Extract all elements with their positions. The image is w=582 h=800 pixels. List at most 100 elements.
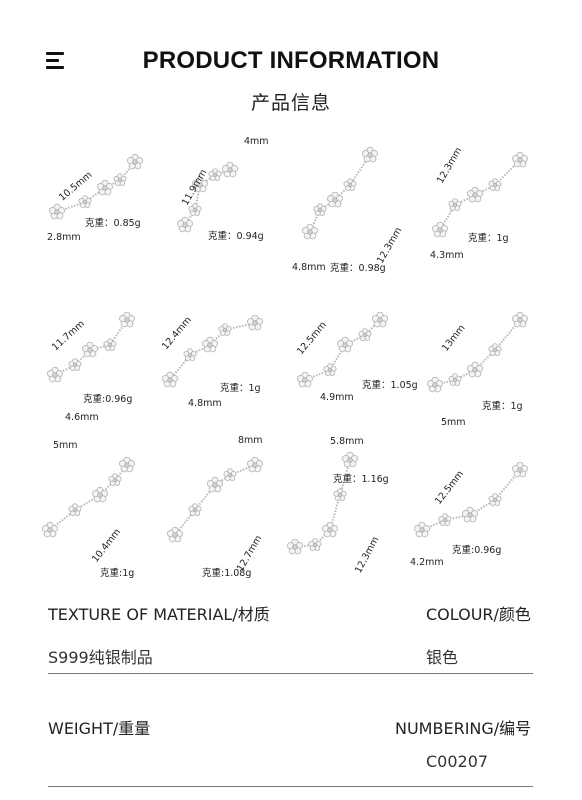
weight-info-label: WEIGHT/重量 xyxy=(48,719,151,738)
flower-stone-icon xyxy=(126,153,144,170)
flower-stone-icon xyxy=(68,503,82,517)
width-dimension: 2.8mm xyxy=(47,232,81,243)
product-item-12: 12.5mm 4.2mm 克重:0.96g xyxy=(410,435,548,583)
flower-stone-icon xyxy=(223,468,237,482)
flower-stone-icon xyxy=(41,521,59,538)
numbering-value: C00207 xyxy=(426,752,489,771)
width-dimension: 4.6mm xyxy=(65,412,99,423)
product-item-2: 11.9mm 4mm 克重：0.94g xyxy=(170,136,308,288)
product-item-9: 5mm 10.4mm 克重:1g xyxy=(41,435,183,583)
flower-stone-icon xyxy=(308,538,322,552)
colour-label: COLOUR/颜色 xyxy=(426,605,531,624)
weight-label: 克重：1.05g xyxy=(362,380,418,391)
chain-line xyxy=(174,464,256,536)
flower-stone-icon xyxy=(361,146,379,163)
page-subtitle: 产品信息 xyxy=(250,92,331,114)
colour-value: 银色 xyxy=(426,648,459,667)
jewelry-illustration xyxy=(296,311,389,388)
jewelry-illustration xyxy=(431,151,529,238)
divider xyxy=(48,786,533,787)
flower-stone-icon xyxy=(286,538,304,555)
flower-stone-icon xyxy=(206,476,224,493)
product-item-5: 11.7mm 4.6mm 克重:0.96g xyxy=(45,295,183,443)
flower-stone-icon xyxy=(466,361,484,378)
weight-label: 克重：0.94g xyxy=(208,231,264,242)
product-item-6: 12.4mm 4.8mm 克重：1g xyxy=(160,295,298,443)
flower-stone-icon xyxy=(78,195,92,209)
flower-stone-icon xyxy=(461,506,479,523)
flower-stone-icon xyxy=(91,486,109,503)
flower-stone-icon xyxy=(46,366,64,383)
weight-label: 克重:0.96g xyxy=(83,394,133,405)
flower-stone-icon xyxy=(201,336,219,353)
flower-stone-icon xyxy=(488,178,502,192)
texture-value: S999纯银制品 xyxy=(48,648,153,667)
flower-stone-icon xyxy=(68,358,82,372)
jewelry-illustration xyxy=(413,461,529,538)
weight-label: 克重：0.85g xyxy=(85,218,141,229)
flower-stone-icon xyxy=(296,371,314,388)
flower-stone-icon xyxy=(333,488,347,502)
flower-stone-icon xyxy=(313,203,327,217)
flower-stone-icon xyxy=(488,343,502,357)
jewelry-illustration xyxy=(286,451,359,555)
flower-stone-icon xyxy=(176,216,194,233)
flower-stone-icon xyxy=(208,168,222,182)
width-dimension: 5mm xyxy=(441,417,466,428)
flower-stone-icon xyxy=(511,151,529,168)
flower-stone-icon xyxy=(341,451,359,468)
flower-stone-icon xyxy=(166,526,184,543)
product-item-8: 13mm 5mm 克重：1g xyxy=(425,295,563,443)
flower-stone-icon xyxy=(188,203,202,217)
product-item-4: 12.3mm 4.3mm 克重：1g xyxy=(425,140,563,288)
flower-stone-icon xyxy=(511,311,529,328)
width-dimension: 4.9mm xyxy=(320,392,354,403)
width-dimension: 5.8mm xyxy=(330,436,364,447)
flower-stone-icon xyxy=(358,328,372,342)
weight-label: 克重：1.16g xyxy=(333,474,389,485)
flower-stone-icon xyxy=(426,376,444,393)
flower-stone-icon xyxy=(448,198,462,212)
width-dimension: 4mm xyxy=(244,136,269,147)
jewelry-illustration xyxy=(46,311,136,383)
product-item-3: 12.3mm 4.8mm 克重：0.98g xyxy=(290,140,428,288)
weight-label: 克重:0.96g xyxy=(452,545,502,556)
width-dimension: 4.3mm xyxy=(430,250,464,261)
width-dimension: 4.2mm xyxy=(410,557,444,568)
jewelry-illustration xyxy=(41,456,136,538)
weight-label: 克重：1g xyxy=(482,401,523,412)
menu-icon[interactable] xyxy=(46,52,66,70)
flower-stone-icon xyxy=(48,203,66,220)
jewelry-illustration xyxy=(166,456,264,543)
width-dimension: 5mm xyxy=(53,440,78,451)
flower-stone-icon xyxy=(371,311,389,328)
weight-label: 克重：0.98g xyxy=(330,263,386,274)
flower-stone-icon xyxy=(448,373,462,387)
flower-stone-icon xyxy=(488,493,502,507)
flower-stone-icon xyxy=(323,363,337,377)
jewelry-illustration xyxy=(426,311,529,393)
jewelry-illustration xyxy=(161,314,264,388)
chain-line xyxy=(294,459,351,548)
numbering-label: NUMBERING/编号 xyxy=(395,719,532,738)
flower-stone-icon xyxy=(113,173,127,187)
flower-stone-icon xyxy=(191,176,209,193)
flower-stone-icon xyxy=(246,456,264,473)
page-title: PRODUCT INFORMATION xyxy=(142,47,440,74)
weight-label: 克重:1.08g xyxy=(202,568,252,579)
flower-stone-icon xyxy=(431,221,449,238)
flower-stone-icon xyxy=(438,513,452,527)
divider xyxy=(48,673,533,674)
flower-stone-icon xyxy=(326,191,344,208)
product-item-1: 10.5mm 2.8mm 克重：0.85g xyxy=(45,140,183,288)
width-dimension: 4.8mm xyxy=(188,398,222,409)
jewelry-illustration xyxy=(48,153,144,220)
product-item-10: 8mm 12.7mm 克重:1.08g xyxy=(160,435,298,583)
flower-stone-icon xyxy=(81,341,99,358)
flower-stone-icon xyxy=(466,186,484,203)
product-item-7: 12.5mm 4.9mm 克重：1.05g xyxy=(290,295,428,443)
width-dimension: 4.8mm xyxy=(292,262,326,273)
width-dimension: 8mm xyxy=(238,435,263,446)
weight-label: 克重：1g xyxy=(220,383,261,394)
flower-stone-icon xyxy=(221,161,239,178)
